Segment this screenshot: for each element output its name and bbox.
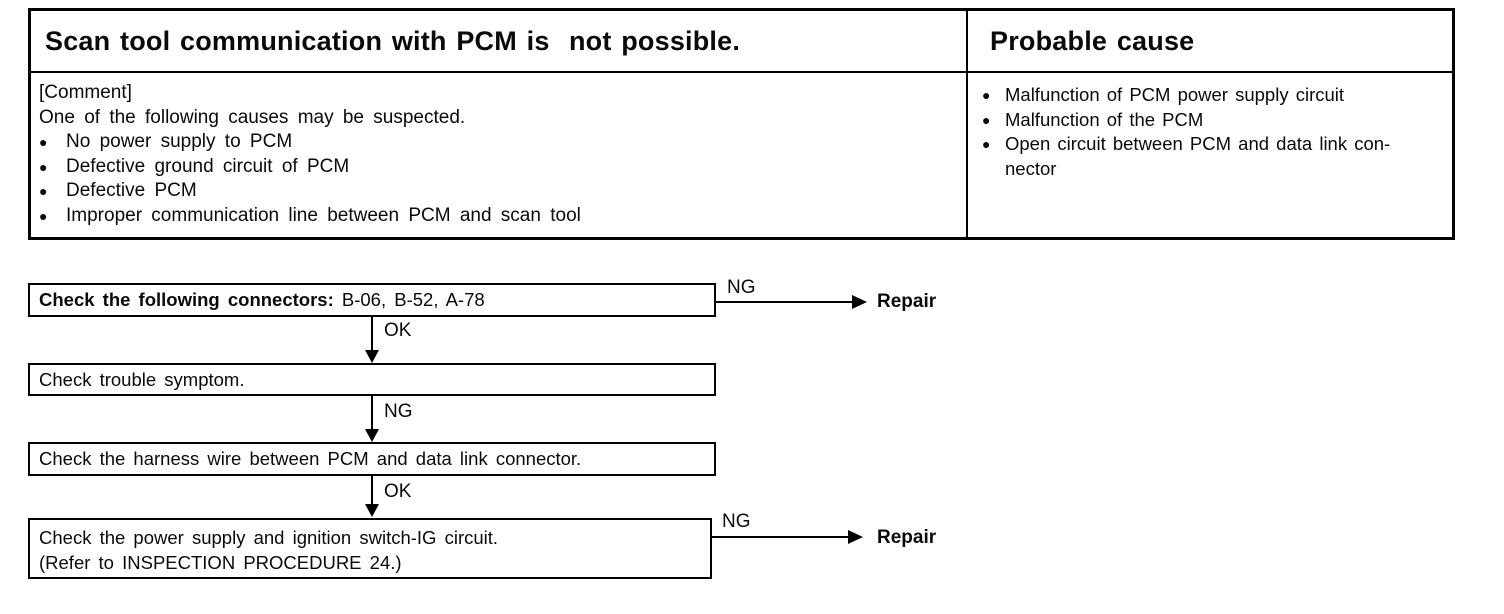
ng-branch-line — [712, 536, 849, 538]
flow-step1-lead: Check the following connectors: — [39, 289, 334, 310]
suspected-cause-text: Defective ground circuit of PCM — [66, 155, 350, 177]
flow-step4-line2: (Refer to INSPECTION PROCEDURE 24.) — [39, 552, 402, 573]
flow-step2-text: Check trouble symptom. — [39, 368, 245, 390]
comment-label: [Comment] — [39, 82, 132, 103]
probable-cause-item: ● Open circuit between PCM and data link… — [982, 132, 1438, 181]
ng-branch-line — [716, 301, 853, 303]
arrow-down-icon — [365, 504, 379, 517]
repair-action-label: Repair — [877, 527, 937, 548]
probable-cause-text: Malfunction of the PCM — [1005, 108, 1204, 130]
probable-cause-cell: ● Malfunction of PCM power supply circui… — [966, 73, 1452, 237]
bullet-icon: ● — [982, 136, 991, 152]
probable-cause-text: Open circuit between PCM and data link c… — [1005, 133, 1391, 179]
branch-label-ng: NG — [722, 511, 751, 532]
bullet-icon: ● — [39, 158, 48, 175]
suspected-cause-item: ● No power supply to PCM — [37, 130, 956, 155]
suspected-cause-text: No power supply to PCM — [66, 131, 293, 152]
probable-cause-text: Malfunction of PCM power supply circuit — [1005, 84, 1345, 105]
suspected-cause-text: Defective PCM — [66, 180, 197, 201]
flow-connector-line — [371, 396, 373, 430]
arrow-right-icon — [852, 295, 867, 309]
arrow-down-icon — [365, 429, 379, 442]
suspected-cause-item: ● Defective ground circuit of PCM — [37, 155, 956, 180]
bullet-icon: ● — [982, 87, 991, 103]
probable-cause-item: ● Malfunction of PCM power supply circui… — [982, 83, 1438, 108]
flow-step-check-trouble-symptom: Check trouble symptom. — [28, 363, 716, 396]
flow-step-check-connectors: Check the following connectors: B-06, B-… — [28, 283, 716, 317]
flow-step4-line1: Check the power supply and ignition swit… — [39, 527, 499, 548]
branch-label-ok: OK — [384, 320, 412, 341]
bullet-icon: ● — [39, 183, 48, 199]
symptom-table: Scan tool communication with PCM is not … — [28, 8, 1455, 240]
flow-step-check-harness-wire: Check the harness wire between PCM and d… — [28, 442, 716, 476]
flow-step1-rest: B-06, B-52, A-78 — [333, 289, 485, 310]
probable-cause-header-cell: Probable cause — [966, 11, 1452, 73]
probable-cause-item: ● Malfunction of the PCM — [982, 108, 1438, 133]
flow-connector-line — [371, 317, 373, 351]
flow-step1-text: Check the following connectors: B-06, B-… — [39, 289, 485, 311]
comment-cell: [Comment] One of the following causes ma… — [31, 73, 966, 237]
branch-label-ng: NG — [384, 401, 413, 422]
bullet-icon: ● — [39, 134, 48, 150]
flow-step-check-power-supply: Check the power supply and ignition swit… — [28, 518, 712, 579]
suspected-cause-item: ● Defective PCM — [37, 179, 956, 204]
branch-label-ng: NG — [727, 277, 756, 298]
branch-label-ok: OK — [384, 481, 412, 502]
flow-step3-text: Check the harness wire between PCM and d… — [39, 448, 582, 469]
flow-connector-line — [371, 476, 373, 505]
probable-cause-title: Probable cause — [990, 25, 1195, 56]
arrow-down-icon — [365, 350, 379, 363]
symptom-title: Scan tool communication with PCM is not … — [45, 25, 741, 56]
suspected-cause-text: Improper communication line between PCM … — [66, 204, 581, 226]
repair-action-label: Repair — [877, 291, 937, 312]
comment-intro: One of the following causes may be suspe… — [39, 106, 466, 128]
suspected-cause-item: ● Improper communication line between PC… — [37, 204, 956, 229]
symptom-header-cell: Scan tool communication with PCM is not … — [31, 11, 966, 73]
bullet-icon: ● — [982, 111, 991, 128]
arrow-right-icon — [848, 530, 863, 544]
bullet-icon: ● — [39, 207, 48, 224]
